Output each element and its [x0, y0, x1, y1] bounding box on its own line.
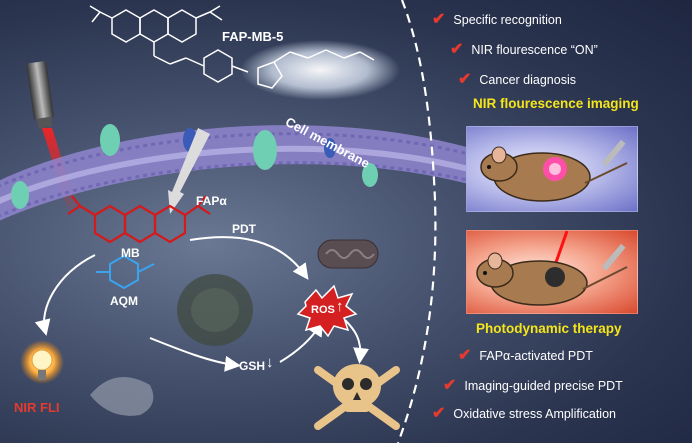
activation-arrow: [168, 128, 210, 214]
feature-text: FAPα-activated PDT: [479, 349, 593, 363]
ros-burst: [296, 284, 358, 338]
imaging-title: NIR flourescence imaging: [473, 96, 639, 111]
feature-text: NIR flourescence “ON”: [471, 43, 598, 57]
imaging-panel: [466, 126, 638, 212]
imaging-feature-1: ✔ Specific recognition: [432, 12, 562, 28]
check-icon: ✔: [458, 347, 472, 364]
feature-text: Specific recognition: [453, 13, 562, 27]
probe-structure: [89, 5, 375, 89]
mb-label: MB: [121, 246, 140, 260]
feature-text: Imaging-guided precise PDT: [464, 379, 623, 393]
check-icon: ✔: [443, 377, 457, 394]
imaging-feature-3: ✔ Cancer diagnosis: [458, 72, 576, 88]
therapy-title: Photodynamic therapy: [476, 321, 622, 336]
organelles: [90, 239, 379, 416]
bulb-icon: [20, 340, 64, 384]
mb-structure: [67, 195, 211, 244]
probe-highlight: [240, 40, 400, 100]
feature-text: Cancer diagnosis: [479, 73, 576, 87]
pdt-label: PDT: [232, 222, 256, 236]
therapy-panel: [466, 230, 638, 314]
mouse-therapy-illustration: [476, 231, 628, 306]
cell-membrane: [0, 124, 522, 221]
therapy-feature-3: ✔ Oxidative stress Amplification: [432, 406, 616, 422]
check-icon: ✔: [432, 11, 446, 28]
feature-text: Oxidative stress Amplification: [453, 407, 616, 421]
check-icon: ✔: [450, 41, 464, 58]
decrease-arrow-icon: ↓: [266, 354, 274, 371]
aqm-label: AQM: [110, 294, 138, 308]
check-icon: ✔: [432, 405, 446, 422]
pathway-arrows: [34, 236, 370, 372]
nir-fli-label: NIR FLI: [14, 400, 60, 415]
imaging-feature-2: ✔ NIR flourescence “ON”: [450, 42, 598, 58]
fap-alpha-label: FAPα: [196, 194, 227, 208]
ros-label: ROS: [311, 304, 335, 316]
increase-arrow-icon: ↑: [336, 298, 344, 315]
check-icon: ✔: [458, 71, 472, 88]
therapy-feature-1: ✔ FAPα-activated PDT: [458, 348, 593, 364]
probe-name: FAP-MB-5: [222, 29, 284, 44]
aqm-structure: [96, 254, 155, 290]
therapy-feature-2: ✔ Imaging-guided precise PDT: [443, 378, 623, 394]
skull-icon: [314, 364, 400, 430]
gsh-label: GSH: [239, 359, 266, 373]
mouse-imaging-illustration: [480, 139, 628, 202]
